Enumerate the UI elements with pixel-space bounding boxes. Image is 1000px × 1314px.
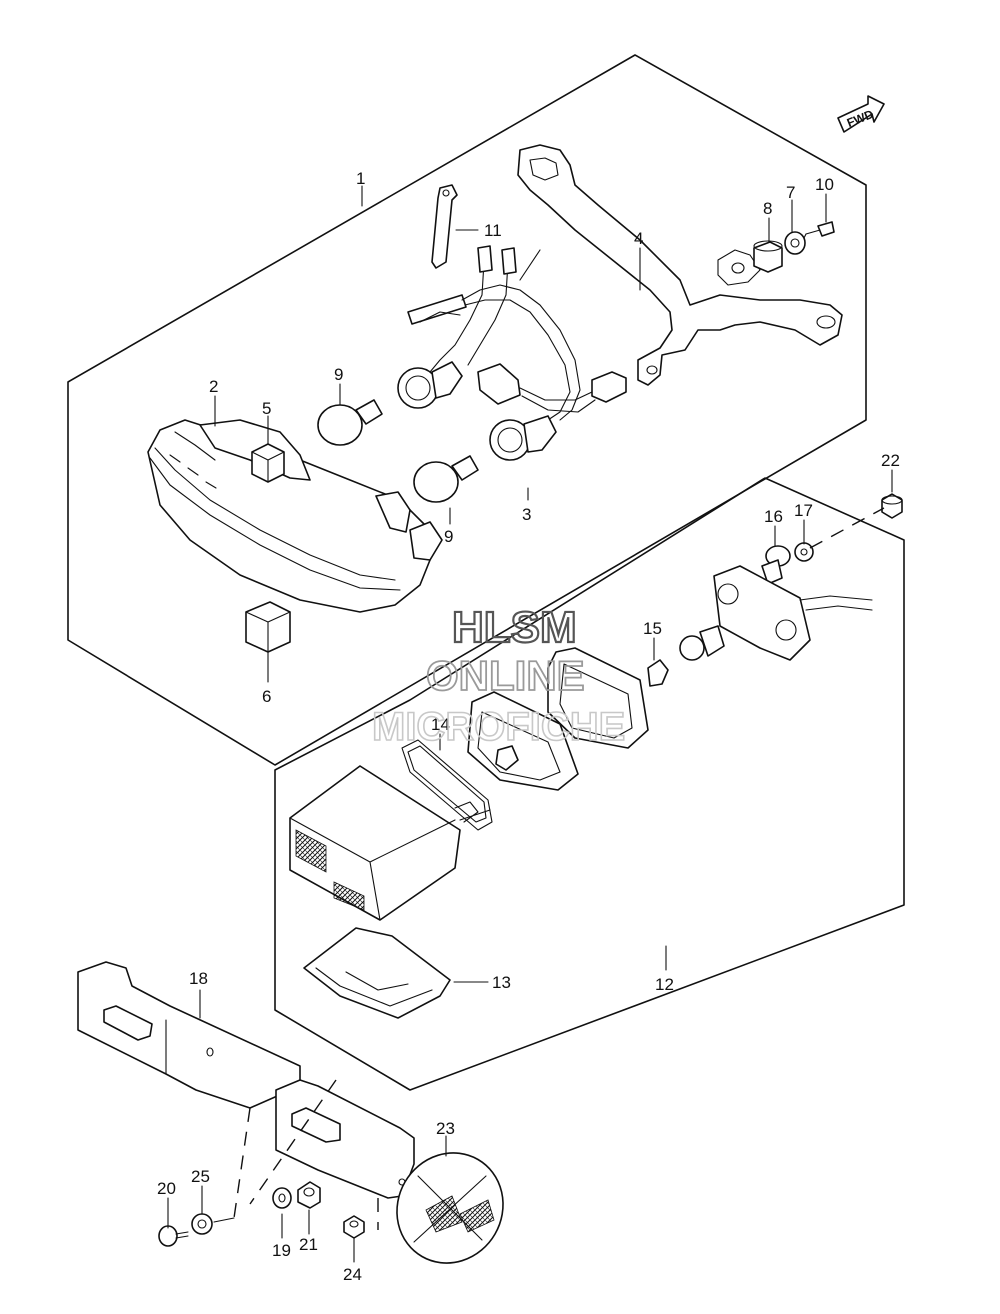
part-6-cushion [245, 601, 291, 653]
part-10-screw [803, 221, 835, 239]
license-lamp-lens [467, 691, 579, 791]
part-24-nut [343, 1215, 365, 1239]
part-17-washer [794, 542, 814, 562]
callout-labels: 1 2 3 4 5 6 7 8 9 9 10 11 12 13 14 15 16… [157, 169, 900, 1284]
part-15-bulb [647, 659, 669, 687]
part-21-nut [297, 1181, 321, 1209]
part-11-clamp [431, 184, 458, 269]
part-16-grommet [761, 545, 791, 585]
fwd-arrow-icon: FWD [837, 95, 885, 133]
callout-4: 4 [634, 229, 643, 248]
callout-9-upper: 9 [334, 365, 343, 384]
part-22-nut [881, 493, 903, 519]
callout-19: 19 [272, 1241, 291, 1260]
callout-14: 14 [431, 715, 450, 734]
callout-17: 17 [794, 501, 813, 520]
callout-9-lower: 9 [444, 527, 453, 546]
watermark-line-1: HLSM [452, 603, 577, 652]
callout-20: 20 [157, 1179, 176, 1198]
part-8-grommet [753, 240, 783, 273]
leader-lines [167, 185, 893, 1263]
group-1-outline [67, 54, 867, 766]
part-7-washer [784, 231, 806, 255]
callout-3: 3 [522, 505, 531, 524]
callout-16: 16 [764, 507, 783, 526]
watermark-line-2: ONLINE [426, 652, 585, 699]
callout-13: 13 [492, 973, 511, 992]
part-3-socket-lower [489, 415, 557, 461]
callout-15: 15 [643, 619, 662, 638]
group-12-outline [274, 477, 905, 1091]
callout-21: 21 [299, 1235, 318, 1254]
callout-2: 2 [209, 377, 218, 396]
license-lamp-socket [679, 565, 873, 661]
part-13-reflector [303, 927, 451, 1019]
part-23-round-reflector [396, 1152, 504, 1264]
callout-10: 10 [815, 175, 834, 194]
callout-24: 24 [343, 1265, 362, 1284]
license-bracket-plate [275, 1079, 415, 1199]
callout-7: 7 [786, 183, 795, 202]
assembly-line-a [233, 1107, 251, 1219]
part-19-washer [272, 1187, 292, 1209]
license-lamp-cover [547, 647, 649, 749]
part-12-license-lamp-housing [289, 765, 491, 921]
part-25-washer [191, 1213, 213, 1235]
callout-23: 23 [436, 1119, 455, 1138]
part-5-cushion [251, 443, 285, 483]
callout-6: 6 [262, 687, 271, 706]
part-3-harness [407, 245, 627, 421]
part-9-bulb-upper [317, 399, 383, 446]
callout-25: 25 [191, 1167, 210, 1186]
callout-22: 22 [881, 451, 900, 470]
callout-11: 11 [484, 221, 502, 240]
part-3-socket-upper [397, 361, 463, 409]
part-14-gasket [401, 739, 493, 831]
part-9-bulb-lower [413, 455, 479, 503]
watermark-line-3: MICROFICHE [372, 705, 625, 749]
part-20-screw [158, 1225, 189, 1247]
part-18-bracket [77, 961, 301, 1109]
callout-1: 1 [356, 169, 365, 188]
watermark: HLSM ONLINE MICROFICHE [371, 602, 626, 750]
callout-5: 5 [262, 399, 271, 418]
part-2-tail-lamp [147, 419, 443, 613]
callout-8: 8 [763, 199, 772, 218]
fwd-label: FWD [845, 107, 876, 130]
callout-18: 18 [189, 969, 208, 988]
assembly-line-b [249, 1079, 337, 1205]
part-4-bracket [517, 144, 843, 386]
callout-12: 12 [655, 975, 674, 994]
